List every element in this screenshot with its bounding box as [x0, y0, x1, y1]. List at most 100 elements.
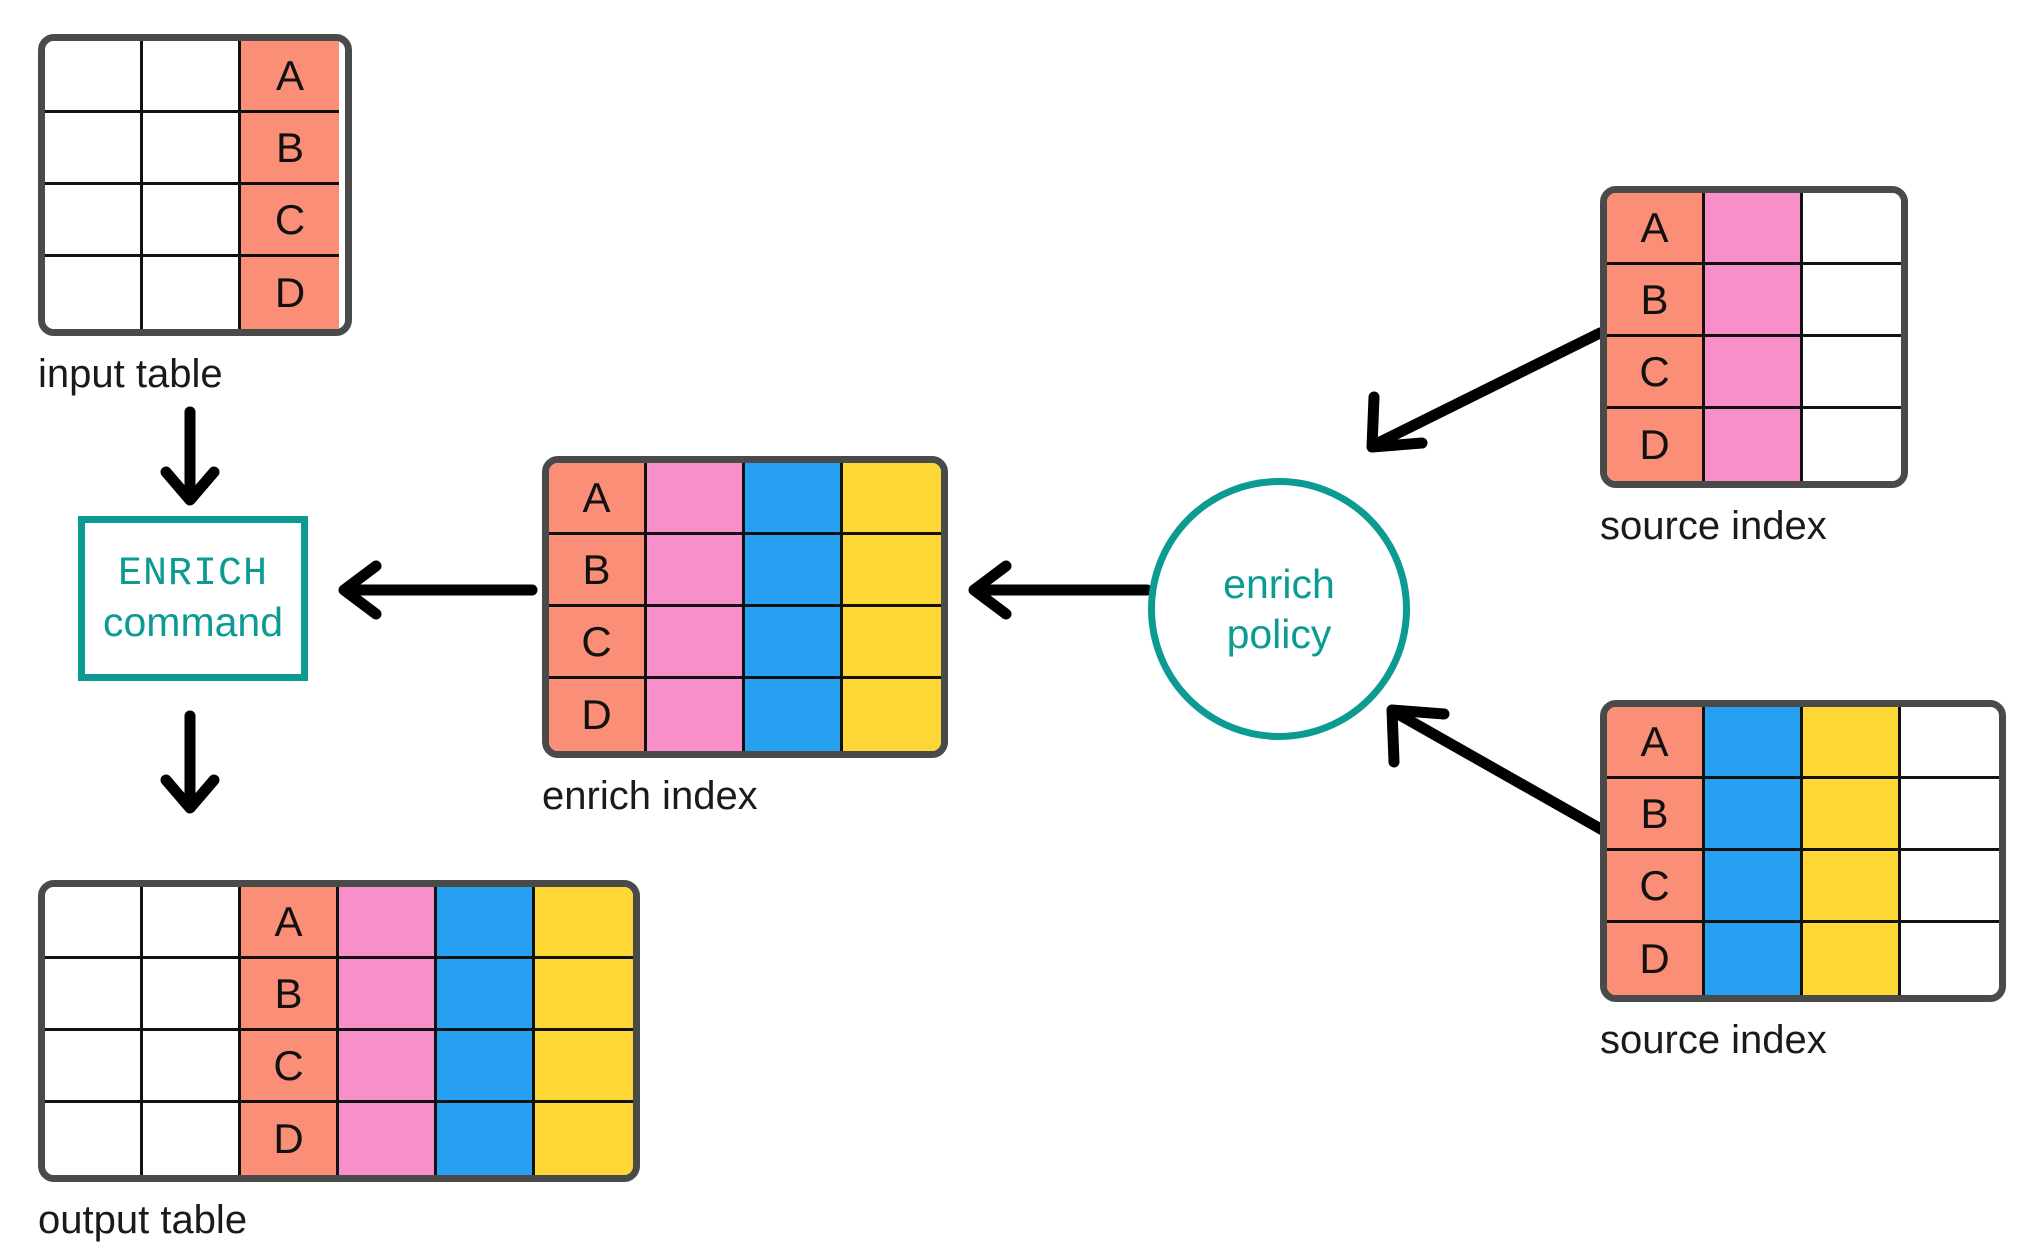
table-cell — [1705, 193, 1803, 265]
table-cell-key: D — [1607, 923, 1705, 995]
table-cell — [745, 607, 843, 679]
table-cell — [143, 41, 241, 113]
table-cell — [437, 959, 535, 1031]
table-cell — [45, 1031, 143, 1103]
table-cell — [843, 463, 941, 535]
table-cell — [339, 887, 437, 959]
table-cell — [1901, 779, 1999, 851]
table-cell — [339, 959, 437, 1031]
table-cell — [647, 463, 745, 535]
table-row: C — [549, 607, 941, 679]
table-cell-key: A — [549, 463, 647, 535]
table-row: A — [1607, 193, 1901, 265]
table-cell-key: D — [549, 679, 647, 751]
table-cell — [437, 1103, 535, 1175]
table-cell — [1705, 265, 1803, 337]
table-cell — [1901, 923, 1999, 995]
arrow-source-bottom-to-policy — [1386, 704, 1612, 838]
arrow-policy-to-enrich-index — [968, 560, 1153, 620]
table-cell — [437, 1031, 535, 1103]
table-cell — [1901, 851, 1999, 923]
table-cell-key: D — [241, 1103, 339, 1175]
source-index-top-caption: source index — [1600, 504, 1827, 548]
table-cell — [1705, 923, 1803, 995]
table-cell — [1803, 265, 1901, 337]
table-cell — [1803, 923, 1901, 995]
table-row: D — [1607, 923, 1999, 995]
table-cell — [1901, 707, 1999, 779]
table-row: A — [45, 887, 633, 959]
table-cell-key: C — [549, 607, 647, 679]
table-cell — [339, 1031, 437, 1103]
table-row: B — [45, 113, 345, 185]
table-cell-key: D — [241, 257, 339, 329]
table-cell — [535, 959, 633, 1031]
table-cell-key: C — [241, 1031, 339, 1103]
table-cell-key: C — [1607, 851, 1705, 923]
table-row: D — [549, 679, 941, 751]
table-cell — [1705, 779, 1803, 851]
table-cell — [143, 257, 241, 329]
input-table-caption: input table — [38, 352, 223, 396]
table-row: D — [45, 1103, 633, 1175]
table-row: D — [1607, 409, 1901, 481]
table-cell — [843, 535, 941, 607]
table-cell — [647, 607, 745, 679]
source-index-bottom-caption: source index — [1600, 1018, 1827, 1062]
enrich-command-box[interactable]: ENRICH command — [78, 516, 308, 681]
enrich-policy-line-2: policy — [1226, 611, 1332, 657]
table-cell — [1803, 779, 1901, 851]
table-cell-key: C — [1607, 337, 1705, 409]
table-cell — [1705, 337, 1803, 409]
output-table-caption: output table — [38, 1198, 248, 1242]
table-row: B — [1607, 779, 1999, 851]
table-cell — [143, 113, 241, 185]
table-cell — [745, 679, 843, 751]
table-cell — [143, 185, 241, 257]
table-cell — [143, 1103, 241, 1175]
table-cell-key: B — [549, 535, 647, 607]
table-cell — [143, 1031, 241, 1103]
table-row: A — [1607, 707, 1999, 779]
table-cell — [1803, 409, 1901, 481]
table-cell — [745, 463, 843, 535]
table-cell — [843, 679, 941, 751]
table-row: C — [1607, 851, 1999, 923]
table-cell — [1705, 409, 1803, 481]
table-cell — [1705, 851, 1803, 923]
table-cell — [45, 257, 143, 329]
table-cell-key: B — [1607, 265, 1705, 337]
table-cell — [143, 887, 241, 959]
table-row: B — [549, 535, 941, 607]
table-cell — [45, 887, 143, 959]
table-row: C — [45, 1031, 633, 1103]
table-cell — [745, 535, 843, 607]
arrow-input-to-command — [160, 406, 220, 506]
table-cell-key: C — [241, 185, 339, 257]
table-cell — [143, 959, 241, 1031]
table-cell-key: A — [241, 887, 339, 959]
enrich-policy-circle[interactable]: enrich policy — [1148, 478, 1410, 740]
table-cell — [843, 607, 941, 679]
table-cell — [339, 1103, 437, 1175]
table-cell-key: A — [241, 41, 339, 113]
table-cell — [535, 887, 633, 959]
table-row: B — [45, 959, 633, 1031]
table-cell — [647, 535, 745, 607]
table-cell-key: B — [241, 113, 339, 185]
table-cell — [45, 959, 143, 1031]
enrich-policy-line-1: enrich — [1223, 560, 1335, 607]
table-cell — [1803, 851, 1901, 923]
arrow-command-to-output — [160, 710, 220, 814]
table-cell — [1803, 337, 1901, 409]
table-cell — [535, 1031, 633, 1103]
arrow-source-top-to-policy — [1366, 327, 1606, 453]
table-cell — [535, 1103, 633, 1175]
